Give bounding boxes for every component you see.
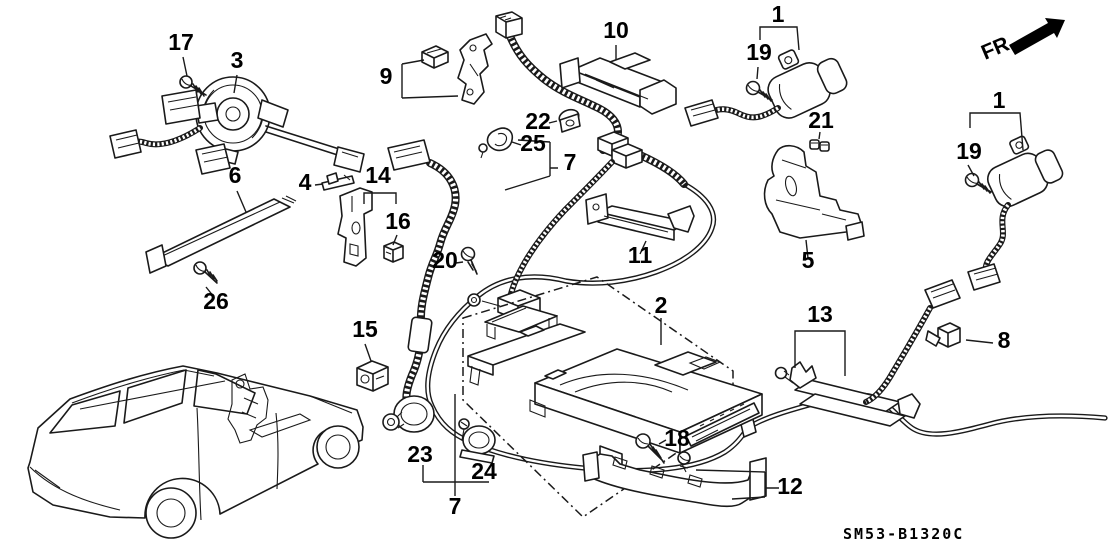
- callout-2: 2: [655, 292, 668, 318]
- tube-sleeve: [407, 316, 433, 354]
- callout-14: 14: [365, 162, 391, 188]
- fr-direction-indicator: FR.: [978, 18, 1065, 65]
- clip-21: [809, 139, 830, 152]
- callout-12: 12: [777, 473, 803, 499]
- callout-19-right: 19: [956, 138, 982, 164]
- callout-21: 21: [808, 107, 834, 133]
- bracket-5: [763, 144, 865, 241]
- callout-1-left: 1: [772, 1, 785, 27]
- bracket-11: [585, 193, 695, 241]
- callout-16: 16: [385, 208, 411, 234]
- callout-4: 4: [299, 169, 312, 195]
- callout-25: 25: [520, 130, 546, 156]
- clip-8: [925, 322, 961, 348]
- car-outline: [27, 365, 364, 539]
- callout-9: 9: [380, 63, 393, 89]
- connector-bracket-9: [421, 33, 493, 105]
- bolt-19-right: [964, 172, 992, 194]
- callout-26: 26: [203, 288, 229, 314]
- bracket-10: [559, 52, 677, 115]
- clip-22: [558, 108, 581, 133]
- callout-1-right: 1: [993, 87, 1006, 113]
- harness-top-corrugated: [495, 11, 688, 188]
- clip-16: [383, 241, 404, 263]
- diagram-code: SM53-B1320C: [843, 525, 964, 543]
- callout-22: 22: [525, 108, 551, 134]
- screw-17: [179, 75, 207, 97]
- fr-arrow-icon: [1009, 18, 1065, 55]
- clamp-25: [478, 127, 514, 159]
- ring-clip-23: [382, 395, 435, 433]
- clip-4: [321, 172, 355, 191]
- callout-13: 13: [807, 301, 833, 327]
- clip-15: [356, 360, 389, 392]
- callout-7-upper: 7: [564, 149, 577, 175]
- callout-20: 20: [432, 247, 458, 273]
- harness-left-tube: [387, 139, 460, 416]
- cable-reel-3: [109, 76, 365, 175]
- callout-3: 3: [231, 47, 244, 73]
- bolt-19-left: [745, 80, 773, 102]
- bracket-12: [582, 451, 767, 508]
- sensor-1-right: [967, 135, 1064, 291]
- bracket-14: [337, 187, 373, 267]
- callout-7-lower: 7: [449, 493, 462, 519]
- callout-18: 18: [664, 425, 690, 451]
- screw-26: [193, 261, 218, 284]
- bracket-13: [774, 361, 921, 427]
- callout-23: 23: [407, 441, 433, 467]
- bracket-6: [145, 195, 297, 274]
- callout-8: 8: [998, 327, 1011, 353]
- clamp-24: [458, 418, 496, 464]
- callout-17: 17: [168, 29, 194, 55]
- callout-6: 6: [229, 162, 242, 188]
- harness-branch-left: [467, 159, 615, 321]
- screw-18: [635, 433, 665, 464]
- harness-right-descent: [863, 279, 961, 405]
- callout-5: 5: [802, 247, 815, 273]
- fr-label: FR.: [978, 30, 1018, 64]
- callout-11: 11: [628, 242, 653, 268]
- sensor-1-left: [684, 49, 848, 127]
- callout-10: 10: [603, 17, 629, 43]
- bolt-20: [460, 246, 478, 275]
- callout-15: 15: [352, 316, 378, 342]
- callout-leader-lines: [182, 26, 1024, 500]
- callout-24: 24: [471, 458, 497, 484]
- callout-19-left: 19: [746, 39, 772, 65]
